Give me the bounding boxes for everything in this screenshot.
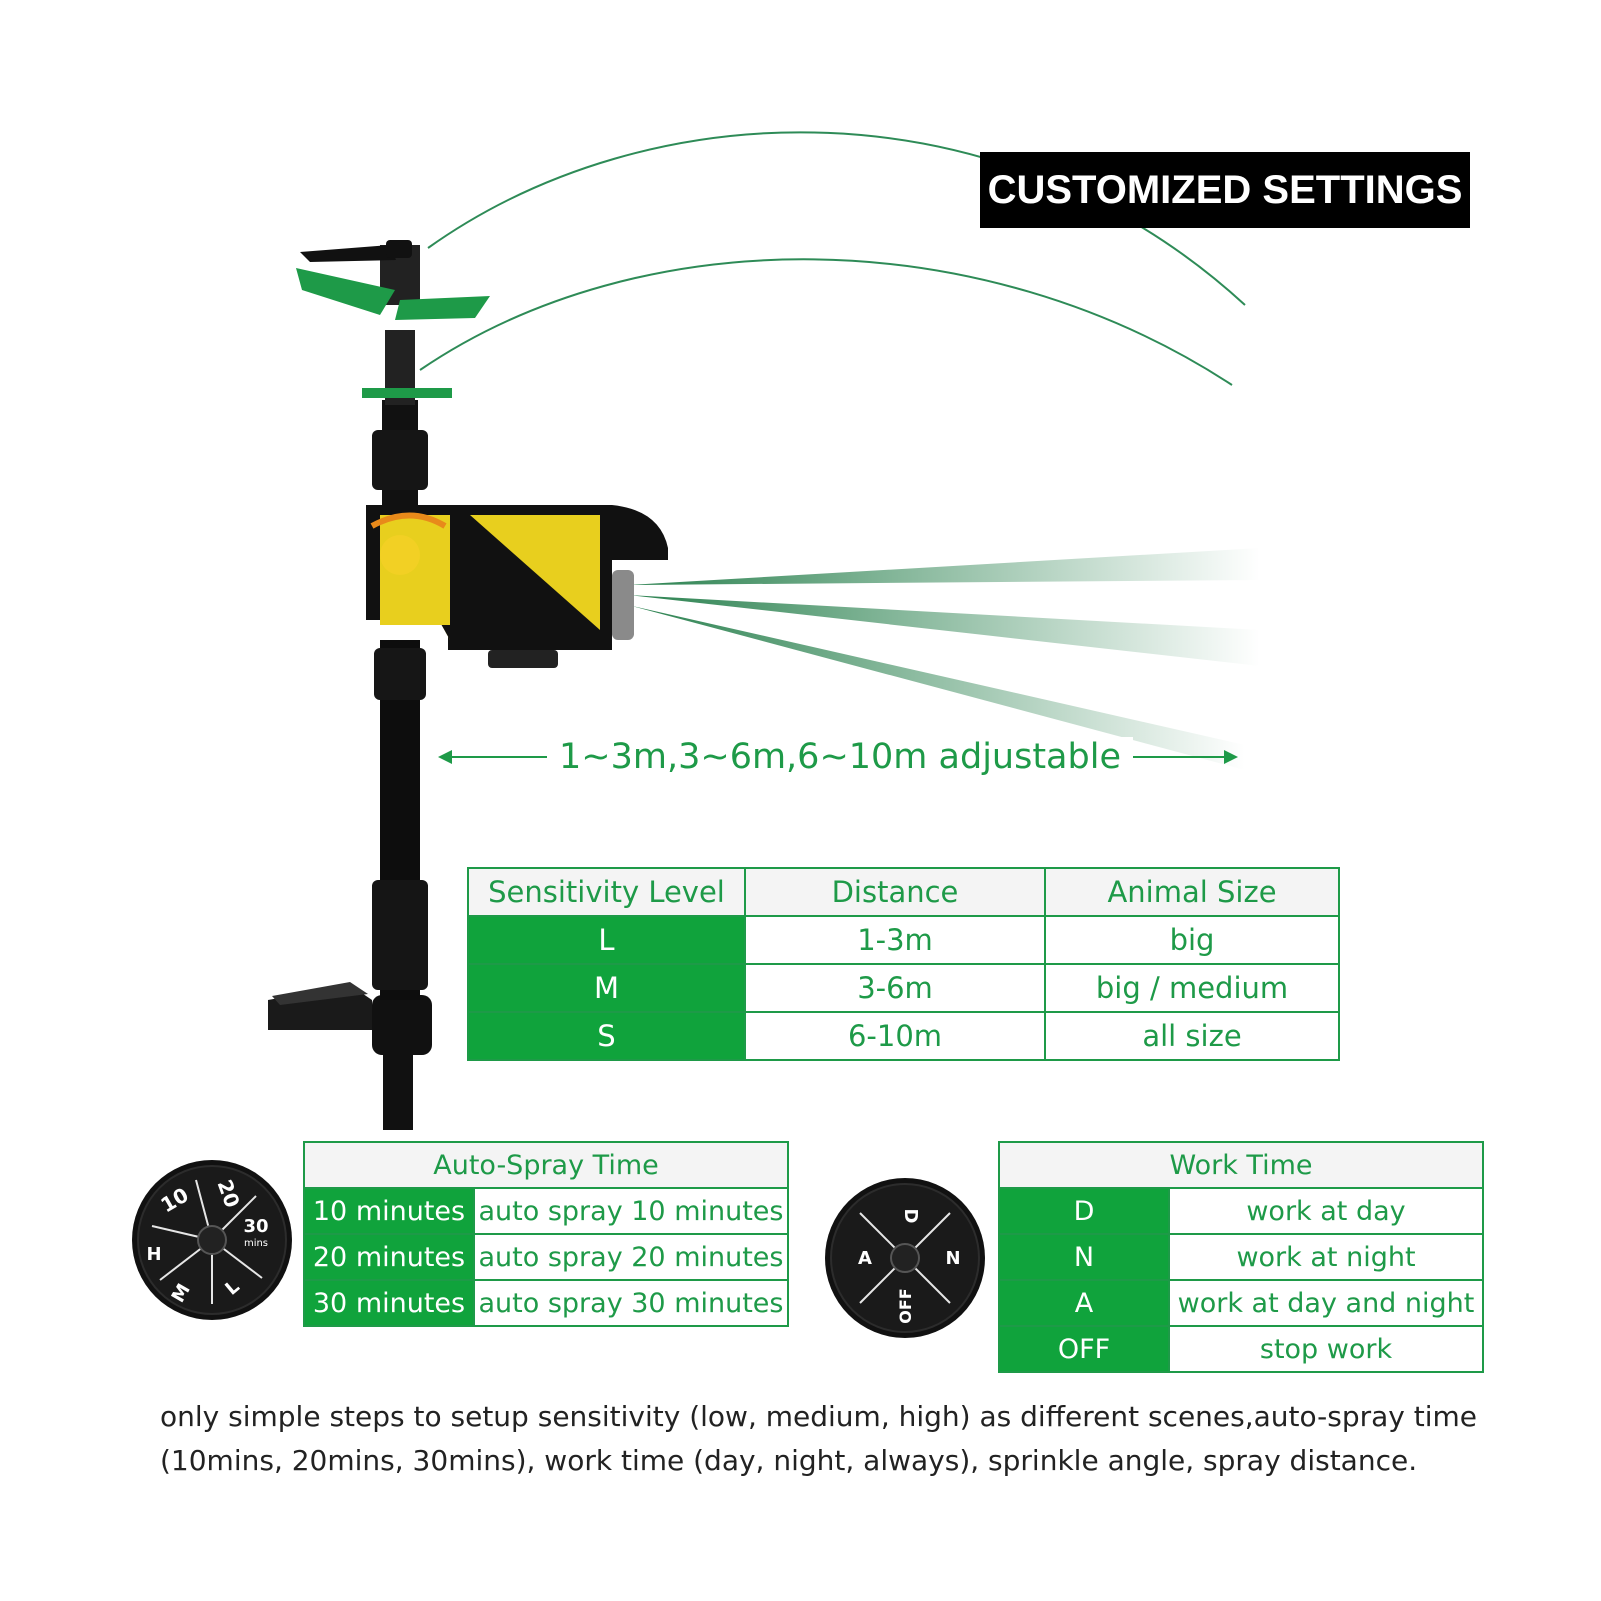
auto-spray-table: Auto-Spray Time 10 minutes auto spray 10… bbox=[303, 1141, 789, 1327]
knob-spray-label-30: 30 bbox=[243, 1216, 268, 1237]
distance-value: 1-3m bbox=[744, 915, 1046, 965]
table-row: M 3-6m big / medium bbox=[467, 963, 1340, 1013]
spray-time-key: 30 minutes bbox=[303, 1279, 475, 1327]
spray-time-knob[interactable]: 10 20 30 mins H M L bbox=[132, 1160, 292, 1320]
table-header-row: Auto-Spray Time bbox=[303, 1141, 789, 1189]
sprinkler-device bbox=[268, 240, 668, 1130]
work-time-key: N bbox=[998, 1233, 1170, 1281]
range-label: 1~3m,3~6m,6~10m adjustable bbox=[440, 732, 1240, 782]
knob-work-label-a: A bbox=[858, 1248, 872, 1269]
table-row: S 6-10m all size bbox=[467, 1011, 1340, 1061]
header-work-time: Work Time bbox=[998, 1141, 1484, 1189]
knob-work-label-d: D bbox=[900, 1209, 921, 1224]
table-row: 10 minutes auto spray 10 minutes bbox=[303, 1187, 789, 1235]
knob-work-label-off: OFF bbox=[896, 1288, 915, 1323]
sensitivity-table: Sensitivity Level Distance Animal Size L… bbox=[467, 867, 1340, 1061]
sensitivity-level: L bbox=[467, 915, 746, 965]
header-auto-spray-time: Auto-Spray Time bbox=[303, 1141, 789, 1189]
table-row: D work at day bbox=[998, 1187, 1484, 1235]
table-header-row: Sensitivity Level Distance Animal Size bbox=[467, 867, 1340, 917]
work-time-table: Work Time D work at day N work at night … bbox=[998, 1141, 1484, 1373]
spray-time-desc: auto spray 30 minutes bbox=[473, 1279, 789, 1327]
caption-text: only simple steps to setup sensitivity (… bbox=[160, 1400, 1478, 1477]
spray-time-desc: auto spray 10 minutes bbox=[473, 1187, 789, 1235]
spray-time-desc: auto spray 20 minutes bbox=[473, 1233, 789, 1281]
work-time-desc: work at night bbox=[1168, 1233, 1484, 1281]
work-time-desc: work at day bbox=[1168, 1187, 1484, 1235]
animal-size-value: big / medium bbox=[1044, 963, 1340, 1013]
table-row: 20 minutes auto spray 20 minutes bbox=[303, 1233, 789, 1281]
spray-time-key: 10 minutes bbox=[303, 1187, 475, 1235]
table-row: OFF stop work bbox=[998, 1325, 1484, 1373]
distance-value: 6-10m bbox=[744, 1011, 1046, 1061]
work-time-key: OFF bbox=[998, 1325, 1170, 1373]
header-animal-size: Animal Size bbox=[1044, 867, 1340, 917]
work-time-knob[interactable]: D N A OFF bbox=[825, 1178, 985, 1338]
header-distance: Distance bbox=[744, 867, 1046, 917]
animal-size-value: big bbox=[1044, 915, 1340, 965]
header-sensitivity-level: Sensitivity Level bbox=[467, 867, 746, 917]
table-row: N work at night bbox=[998, 1233, 1484, 1281]
spray-time-key: 20 minutes bbox=[303, 1233, 475, 1281]
table-row: 30 minutes auto spray 30 minutes bbox=[303, 1279, 789, 1327]
sensitivity-level: M bbox=[467, 963, 746, 1013]
indicator-dot bbox=[380, 535, 420, 575]
table-row: L 1-3m big bbox=[467, 915, 1340, 965]
animal-size-value: all size bbox=[1044, 1011, 1340, 1061]
sensitivity-level: S bbox=[467, 1011, 746, 1061]
knob-work-label-n: N bbox=[945, 1248, 960, 1269]
knob-spray-label-h: H bbox=[146, 1244, 161, 1265]
page-title: CUSTOMIZED SETTINGS bbox=[980, 152, 1470, 228]
work-time-key: A bbox=[998, 1279, 1170, 1327]
work-time-key: D bbox=[998, 1187, 1170, 1235]
table-header-row: Work Time bbox=[998, 1141, 1484, 1189]
distance-value: 3-6m bbox=[744, 963, 1046, 1013]
knob-spray-unit: mins bbox=[244, 1238, 268, 1249]
work-time-desc: work at day and night bbox=[1168, 1279, 1484, 1327]
spray-arc-lower bbox=[419, 258, 1233, 386]
work-time-desc: stop work bbox=[1168, 1325, 1484, 1373]
sensor-beams bbox=[628, 548, 1260, 770]
table-row: A work at day and night bbox=[998, 1279, 1484, 1327]
